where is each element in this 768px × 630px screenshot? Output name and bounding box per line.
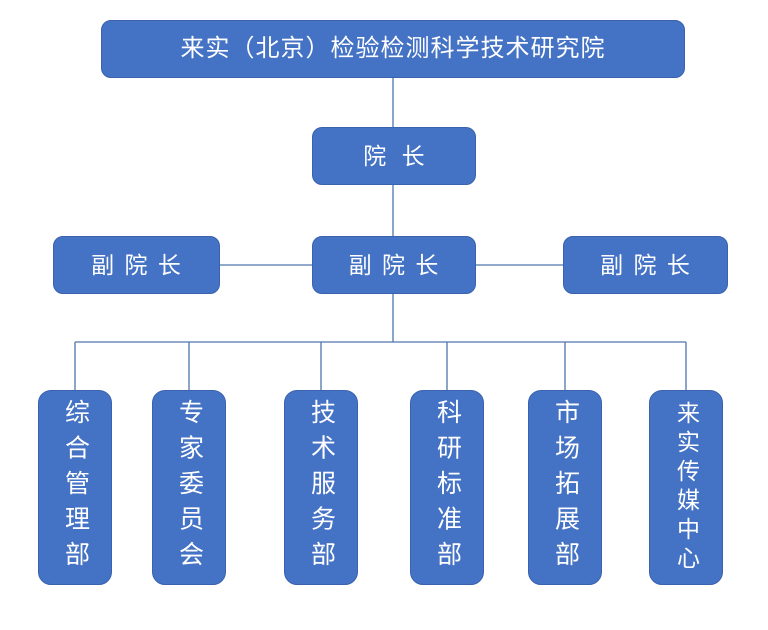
org-box-dept-technical-service: 技术服务部 [284, 390, 358, 585]
org-box-vice-president-right: 副 院 长 [563, 236, 728, 294]
org-box-president: 院 长 [312, 127, 476, 185]
org-box-dept-research-standards: 科研标准部 [410, 390, 484, 585]
org-box-dept-media-center: 来实传媒中心 [649, 390, 723, 585]
org-box-dept-market-expansion: 市场拓展部 [528, 390, 602, 585]
org-box-vice-president-left: 副 院 长 [53, 236, 220, 294]
org-box-dept-general-management: 综合管理部 [38, 390, 112, 585]
org-box-institute: 来实（北京）检验检测科学技术研究院 [101, 20, 685, 78]
org-box-dept-expert-committee: 专家委员会 [152, 390, 226, 585]
org-box-vice-president-middle: 副 院 长 [312, 236, 476, 294]
